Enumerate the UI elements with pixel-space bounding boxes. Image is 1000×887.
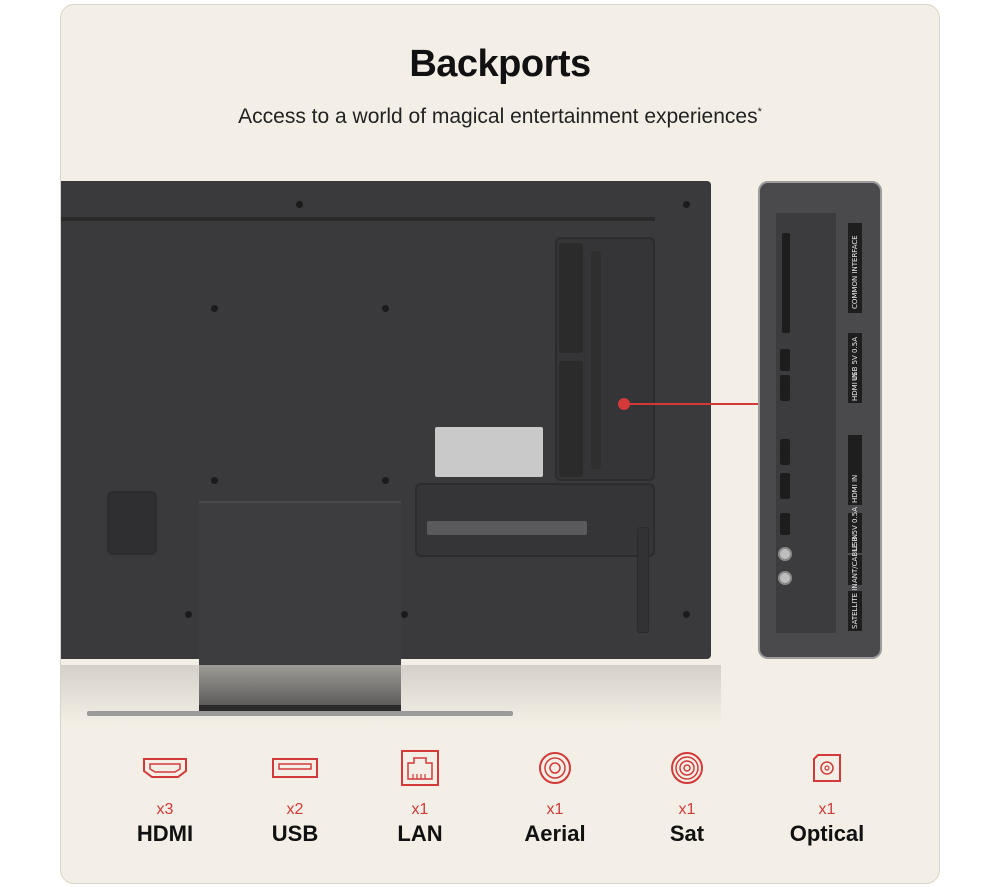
callout-dot: [618, 398, 630, 410]
port-strip: [559, 243, 583, 353]
screw: [211, 305, 218, 312]
port-name: Optical: [789, 821, 865, 846]
port-count: x1: [818, 801, 836, 818]
usb-port: [780, 349, 790, 371]
port-label-strip: [591, 251, 601, 469]
port-strip: [559, 361, 583, 477]
sat-icon: [617, 747, 757, 789]
closeup-label: HDMI IN: [848, 435, 862, 505]
tv-rim: [61, 217, 655, 221]
stand-foot: [199, 705, 401, 715]
aerial-icon: [485, 747, 625, 789]
screw: [401, 611, 408, 618]
aerial-socket: [778, 547, 792, 561]
port-count: x1: [678, 801, 696, 818]
port-closeup: COMMON INTERFACE USB 5V 0.5A HDMI IN HDM…: [758, 181, 882, 659]
screw: [683, 611, 690, 618]
usb-port: [780, 513, 790, 535]
hdmi-port: [780, 375, 790, 401]
product-card: Backports Access to a world of magical e…: [60, 4, 940, 884]
port-count: x3: [156, 801, 174, 818]
screw: [296, 201, 303, 208]
closeup-label: SATELLITE IN: [848, 583, 862, 631]
bottom-port-panel: [415, 483, 655, 557]
screw: [185, 611, 192, 618]
rating-label: [435, 427, 543, 477]
stand-base: [87, 711, 513, 716]
screw: [382, 477, 389, 484]
port-name: HDMI: [136, 821, 194, 846]
ci-slot: [782, 233, 790, 333]
lan-icon: [350, 747, 490, 789]
closeup-label: COMMON INTERFACE: [848, 223, 862, 313]
shadow: [61, 665, 721, 725]
hdmi-port: [780, 473, 790, 499]
callout-line: [624, 403, 758, 405]
hdmi-port: [780, 439, 790, 465]
optical-icon: [757, 747, 897, 789]
closeup-label: HDMI IN: [848, 373, 862, 403]
port-count: x1: [546, 801, 564, 818]
closeup-label: USB 5V 0.5A: [848, 333, 862, 383]
port-count: x1: [411, 801, 429, 818]
usb-icon: [225, 747, 365, 789]
subtitle-text: Access to a world of magical entertainme…: [238, 105, 758, 128]
tv-back-image: [61, 181, 711, 715]
port-name: Sat: [669, 821, 705, 846]
screw: [211, 477, 218, 484]
closeup-label: USB 5V 0.5A: [848, 507, 862, 553]
port-label: [427, 521, 587, 535]
port-item-aerial: x1 Aerial: [485, 747, 625, 847]
closeup-label: ANT/CABLE IN: [848, 534, 862, 585]
slot: [637, 527, 649, 633]
subtitle-footnote-mark: *: [757, 106, 762, 118]
port-item-sat: x1 Sat: [617, 747, 757, 847]
port-count: x2: [286, 801, 304, 818]
screw: [382, 305, 389, 312]
port-name: USB: [271, 821, 319, 846]
port-item-hdmi: x3 HDMI: [95, 747, 235, 847]
port-item-optical: x1 Optical: [757, 747, 897, 847]
page-title: Backports: [409, 43, 591, 85]
port-name: Aerial: [524, 821, 586, 846]
sat-socket: [778, 571, 792, 585]
power-socket: [107, 491, 157, 555]
ports-list: x3 HDMI x2 USB x1 LAN x1 Aerial: [61, 747, 939, 867]
port-item-usb: x2 USB: [225, 747, 365, 847]
port-item-lan: x1 LAN: [350, 747, 490, 847]
hdmi-icon: [95, 747, 235, 789]
screw: [683, 201, 690, 208]
page-subtitle: Access to a world of magical entertainme…: [61, 105, 939, 129]
port-name: LAN: [397, 821, 443, 846]
